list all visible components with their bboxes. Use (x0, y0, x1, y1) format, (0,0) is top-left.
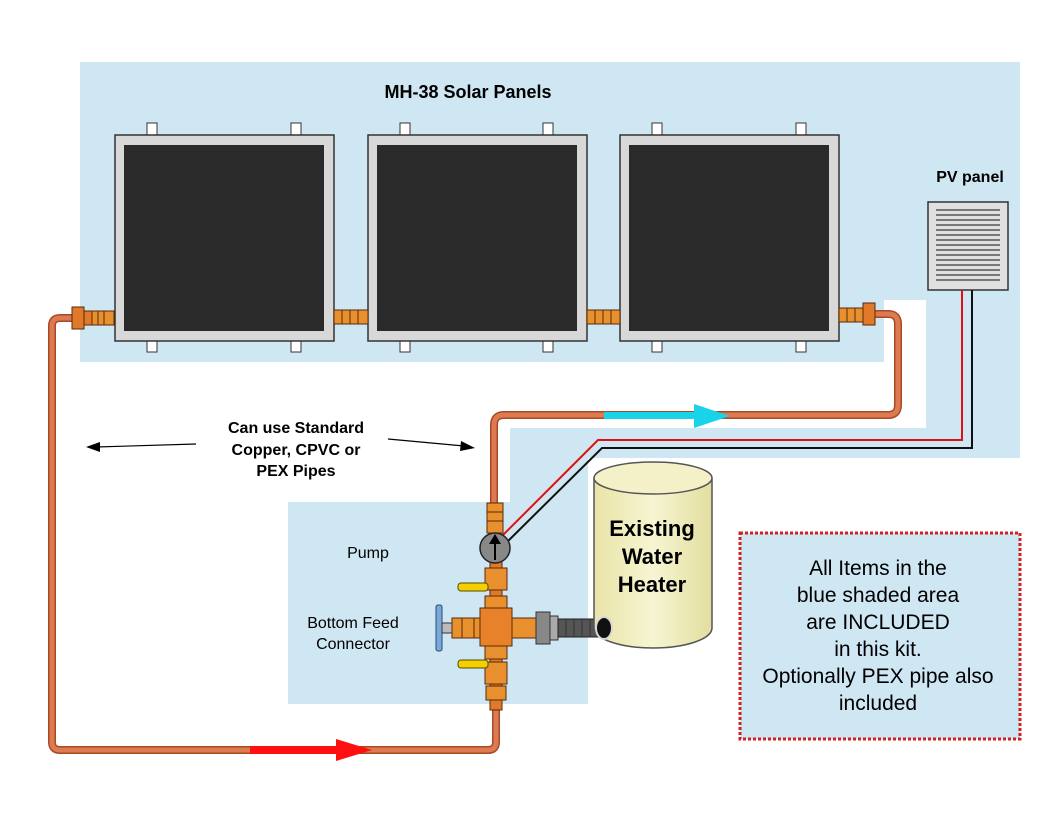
svg-text:All Items in the: All Items in the (809, 557, 947, 580)
pipe-loop (48, 310, 902, 754)
panel-fitting (586, 309, 621, 325)
bottom-feed-connector (435, 604, 603, 652)
svg-text:Heater: Heater (618, 572, 687, 597)
svg-text:Connector: Connector (316, 636, 390, 653)
flow-arrow-cold (250, 739, 372, 761)
svg-text:Optionally PEX pipe also: Optionally PEX pipe also (762, 665, 993, 688)
svg-text:Can use Standard: Can use Standard (228, 420, 364, 437)
pipes-note-arrow-right (387, 438, 475, 451)
pv-panel (927, 201, 1009, 291)
pump-label: Pump (347, 545, 389, 562)
kit-note-box: All Items in the blue shaded area are IN… (738, 531, 1022, 741)
solar-panel (619, 122, 840, 353)
pipes-note: Can use Standard Copper, CPVC or PEX Pip… (228, 420, 364, 480)
svg-text:included: included (839, 692, 917, 715)
pv-panel-label: PV panel (936, 169, 1004, 186)
flow-arrow-hot (604, 404, 730, 428)
pv-wiring (499, 290, 973, 546)
svg-text:Copper, CPVC or: Copper, CPVC or (232, 442, 361, 459)
svg-text:Water: Water (622, 544, 683, 569)
solar-panel (367, 122, 588, 353)
svg-text:Existing: Existing (609, 516, 695, 541)
water-heater-label: Existing Water Heater (609, 516, 695, 597)
diagram-title: MH-38 Solar Panels (384, 82, 551, 102)
pipes-note-arrow-left (86, 442, 197, 452)
panel-fitting (71, 306, 115, 330)
connector-label: Bottom Feed Connector (307, 615, 399, 653)
solar-panel (114, 122, 335, 353)
svg-text:PEX Pipes: PEX Pipes (256, 463, 335, 480)
svg-text:Bottom Feed: Bottom Feed (307, 615, 399, 632)
water-heater (593, 461, 713, 649)
svg-text:in this kit.: in this kit. (834, 638, 922, 661)
svg-text:are INCLUDED: are INCLUDED (806, 611, 950, 634)
panel-fitting (838, 302, 876, 326)
svg-text:blue shaded area: blue shaded area (797, 584, 960, 607)
pump-icon (479, 532, 511, 564)
panel-fitting (333, 309, 369, 325)
